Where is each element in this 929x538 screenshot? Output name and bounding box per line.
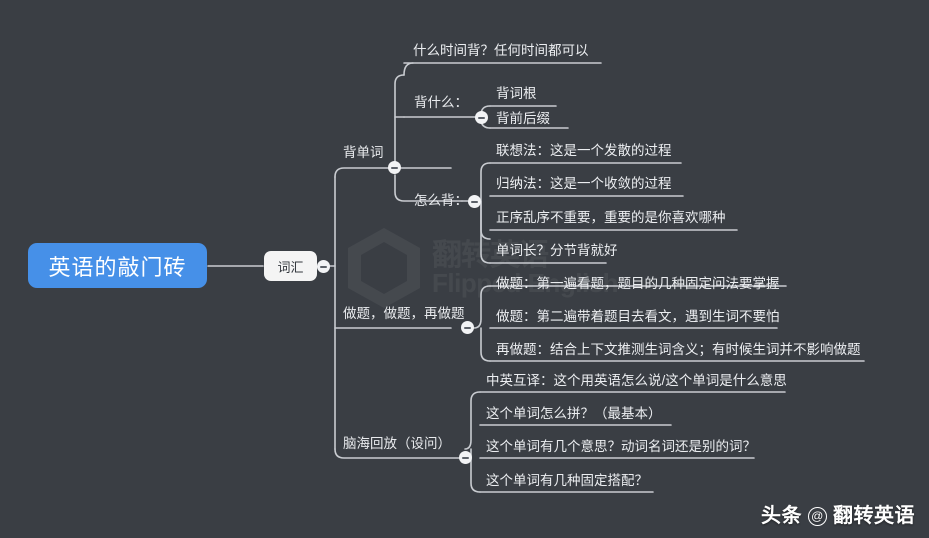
branch-label-mind-replay[interactable]: 脑海回放（设问） bbox=[343, 436, 451, 451]
hexagon-logo-icon bbox=[348, 228, 420, 308]
leaf-order-not-important[interactable]: 正序乱序不重要，重要的是你喜欢哪种 bbox=[496, 210, 726, 225]
b3-bracket-lower bbox=[470, 448, 481, 493]
leaf-long-word-syllables[interactable]: 单词长？分节背就好 bbox=[496, 243, 618, 258]
toggle-vocabulary[interactable] bbox=[317, 260, 330, 273]
leaf-association-method[interactable]: 联想法：这是一个发散的过程 bbox=[496, 143, 672, 158]
leaf-first-pass-questions[interactable]: 做题：第一遍看题，题目的几种固定问法要掌握 bbox=[496, 276, 780, 291]
toggle-memorize-words[interactable] bbox=[388, 161, 401, 174]
watermark-brand: 头条 bbox=[761, 505, 802, 527]
branch-label-how-to-memorize[interactable]: 怎么背： bbox=[414, 193, 468, 208]
link-b1c1 bbox=[403, 62, 414, 76]
node-vocabulary[interactable]: 词汇 bbox=[264, 251, 317, 281]
leaf-redo-context-guess[interactable]: 再做题：结合上下文推测生词含义；有时候生词并不影响做题 bbox=[496, 342, 861, 357]
leaf-second-pass-reading[interactable]: 做题：第二遍带着题目去看文，遇到生词不要怕 bbox=[496, 309, 780, 324]
leaf-memorize-affixes[interactable]: 背前后缀 bbox=[496, 111, 550, 126]
branch-label-memorize-words[interactable]: 背单词 bbox=[343, 145, 384, 160]
b2-bracket bbox=[473, 285, 491, 329]
b1-subtrunk bbox=[394, 74, 405, 162]
leaf-memorize-roots[interactable]: 背词根 bbox=[496, 86, 537, 101]
leaf-when-to-memorize[interactable]: 什么时间背？任何时间都可以 bbox=[413, 43, 589, 58]
b1c3-bracket bbox=[480, 162, 491, 240]
watermark-at-symbol: @ bbox=[808, 502, 827, 526]
leaf-how-to-spell[interactable]: 这个单词怎么拼？（最基本） bbox=[486, 406, 662, 421]
toggle-how-to-memorize[interactable] bbox=[468, 195, 481, 208]
branch-label-do-problems[interactable]: 做题，做题，再做题 bbox=[343, 306, 465, 321]
leaf-induction-method[interactable]: 归纳法：这是一个收敛的过程 bbox=[496, 176, 672, 191]
root-node[interactable]: 英语的敲门砖 bbox=[28, 243, 207, 288]
leaf-how-many-collocations[interactable]: 这个单词有几种固定搭配？ bbox=[486, 473, 648, 488]
toggle-what-to-memorize[interactable] bbox=[475, 111, 488, 124]
b1c3-bracket-lower bbox=[480, 200, 491, 264]
leaf-how-many-meanings[interactable]: 这个单词有几个意思？动词名词还是别的词？ bbox=[486, 439, 756, 454]
leaf-translate-both-ways[interactable]: 中英互译：这个用英语怎么说/这个单词是什么意思 bbox=[486, 373, 787, 388]
b2-bracket-lower bbox=[480, 327, 491, 362]
watermark-account: 翻转英语 bbox=[833, 505, 915, 527]
b3-bracket bbox=[464, 391, 481, 450]
toggle-do-problems[interactable] bbox=[461, 321, 474, 334]
toggle-mind-replay[interactable] bbox=[459, 451, 472, 464]
branch-label-what-to-memorize[interactable]: 背什么： bbox=[414, 95, 468, 110]
corner-watermark: 头条 @ 翻转英语 bbox=[761, 499, 915, 528]
